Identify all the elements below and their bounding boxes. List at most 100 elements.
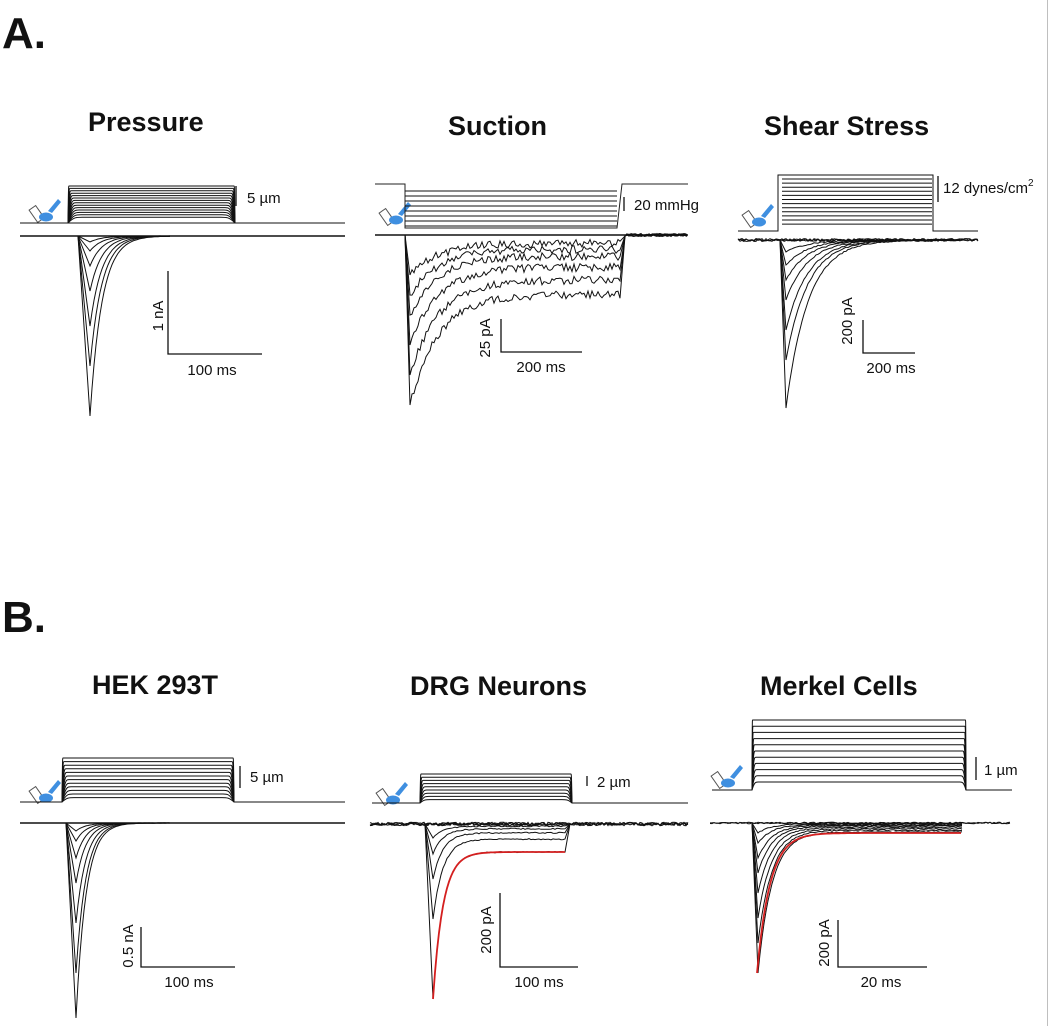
stimulus-step [20, 204, 345, 224]
svg-text:5 µm: 5 µm [247, 190, 281, 207]
current-trace [751, 822, 963, 894]
stimulus-scale-bar: 5 µm [235, 186, 281, 207]
current-traces [65, 822, 171, 1019]
current-traces [709, 821, 1011, 974]
current-trace [424, 823, 571, 880]
figure-border [1047, 0, 1048, 1026]
svg-text:20 mmHg: 20 mmHg [634, 197, 699, 214]
stimulus-step [20, 768, 345, 803]
current-traces [404, 232, 688, 406]
panel-drg-neurons: DRG Neurons 2 µm 200 pA 100 ms [369, 671, 689, 1000]
svg-text:200 ms: 200 ms [516, 359, 565, 376]
panel-title: HEK 293T [92, 670, 219, 700]
stimulus-scale-bar: 1 µm [975, 757, 1018, 780]
panel-title: Merkel Cells [760, 671, 918, 701]
stimulus-step [20, 199, 345, 224]
pipette-cell-icon [28, 198, 62, 223]
stimulus-step [20, 207, 345, 224]
current-trace [424, 823, 571, 856]
current-time-scale-bar: 0.5 nA 100 ms [120, 924, 235, 991]
stimulus-step [20, 789, 345, 803]
current-trace [65, 822, 170, 1019]
stimulus-step [20, 202, 345, 224]
current-time-scale-bar: 1 nA 100 ms [150, 271, 262, 379]
stimulus-step [712, 762, 1012, 791]
panel-title: Pressure [88, 107, 204, 137]
svg-text:200 pA: 200 pA [816, 919, 833, 967]
stimulus-step [372, 779, 688, 804]
current-trace [65, 822, 171, 974]
stimulus-scale-bar: 2 µm [586, 774, 631, 791]
current-trace [751, 822, 963, 974]
current-traces [369, 821, 689, 1000]
fit-line [432, 851, 565, 1000]
svg-text:100 ms: 100 ms [187, 362, 236, 379]
svg-text:5 µm: 5 µm [250, 769, 284, 786]
panel-shear-stress: Shear Stress 12 dynes/cm 2 200 pA 200 ms [737, 111, 1034, 409]
svg-text:100 ms: 100 ms [514, 974, 563, 991]
stimulus-step [372, 795, 688, 804]
stimulus-step [20, 779, 345, 803]
stimulus-step [372, 799, 688, 804]
current-trace [404, 233, 688, 376]
svg-text:12 dynes/cm: 12 dynes/cm [943, 180, 1028, 197]
panel-title: Suction [448, 111, 547, 141]
pipette-cell-icon [741, 203, 775, 228]
current-trace [77, 235, 171, 292]
stimulus-step [712, 725, 1012, 791]
current-traces [737, 237, 979, 409]
stimulus-step [712, 775, 1012, 791]
noisy-baseline [737, 237, 979, 243]
svg-text:200 pA: 200 pA [839, 297, 856, 345]
stimulus-step [712, 719, 1012, 791]
current-time-scale-bar: 200 pA 200 ms [839, 297, 916, 377]
svg-text:1 µm: 1 µm [984, 762, 1018, 779]
stimulus-steps [782, 178, 932, 225]
current-trace [751, 822, 963, 919]
svg-text:2: 2 [1028, 178, 1034, 189]
stimulus-scale-bar: 12 dynes/cm 2 [937, 176, 1034, 202]
svg-text:200 pA: 200 pA [478, 906, 495, 954]
current-trace [65, 822, 170, 884]
stimulus-scale-bar: 5 µm [239, 766, 284, 788]
svg-text:2 µm: 2 µm [597, 774, 631, 791]
stimulus-step [712, 744, 1012, 791]
panel-merkel-cells: Merkel Cells 1 µm 200 pA 20 ms [709, 671, 1018, 991]
stimulus-steps [712, 719, 1012, 791]
stimulus-step [20, 775, 345, 803]
stimulus-step [372, 792, 688, 804]
current-trace [751, 822, 963, 874]
current-trace [77, 235, 171, 268]
current-trace [404, 232, 688, 316]
panel-suction: Suction 20 mmHg 25 pA 200 ms [375, 111, 699, 406]
stimulus-step [20, 761, 345, 803]
stimulus-step [712, 756, 1012, 791]
section-label-a: A. [2, 9, 46, 58]
current-trace [751, 822, 963, 944]
stimulus-step [20, 793, 345, 803]
current-trace [65, 822, 170, 860]
svg-text:100 ms: 100 ms [164, 974, 213, 991]
stimulus-step [712, 731, 1012, 791]
current-trace [404, 232, 687, 296]
stimulus-step [20, 771, 345, 803]
stimulus-scale-bar: 20 mmHg [623, 197, 699, 214]
svg-text:200 ms: 200 ms [866, 360, 915, 377]
stimulus-step [20, 782, 345, 803]
current-trace [779, 238, 961, 266]
panel-pressure: Pressure 5 µm 1 nA 100 ms [20, 107, 345, 417]
fit-line [756, 832, 961, 974]
stimulus-steps [20, 757, 345, 803]
svg-text:20 ms: 20 ms [861, 974, 902, 991]
noisy-baseline [709, 821, 1011, 825]
current-trace [751, 822, 963, 860]
stimulus-steps [20, 185, 345, 224]
panel-title: DRG Neurons [410, 671, 587, 701]
current-time-scale-bar: 200 pA 100 ms [478, 893, 578, 991]
stimulus-step [712, 781, 1012, 791]
stimulus-step [712, 769, 1012, 791]
svg-text:1 nA: 1 nA [150, 301, 167, 332]
current-trace [779, 239, 961, 409]
current-trace [779, 239, 961, 331]
